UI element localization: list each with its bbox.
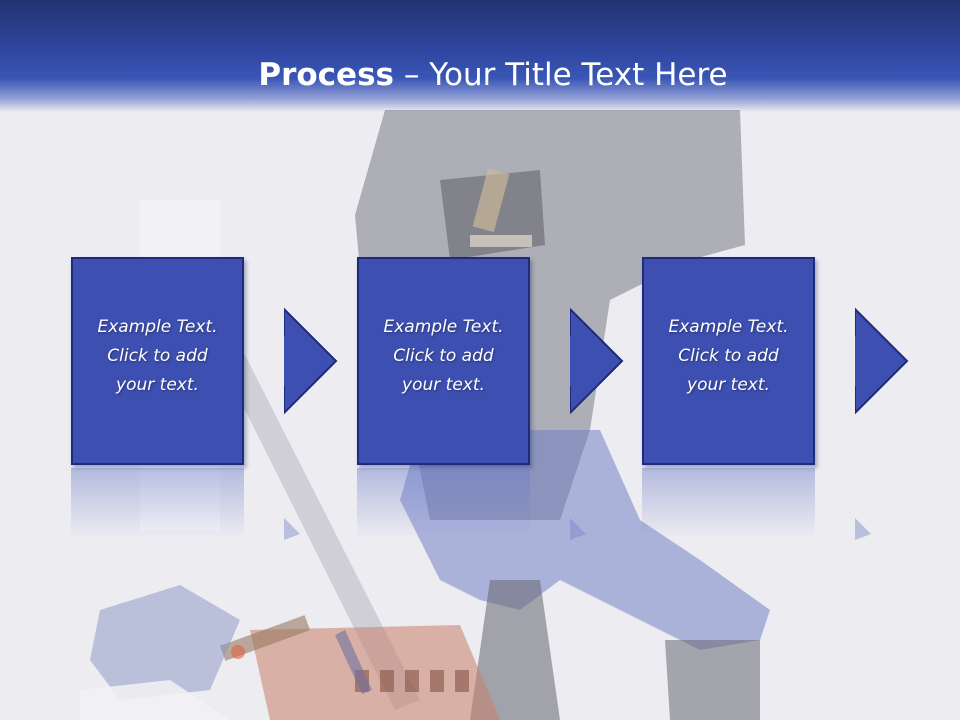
arrow-right-icon bbox=[570, 307, 624, 415]
arrow-right-icon bbox=[284, 307, 338, 415]
arrow-reflection bbox=[570, 518, 586, 540]
process-step-3[interactable]: Example Text. Click to add your text. bbox=[642, 257, 815, 465]
step-2-text[interactable]: Example Text. Click to add your text. bbox=[383, 317, 504, 395]
title-bold: Process bbox=[258, 57, 394, 93]
step-3-text[interactable]: Example Text. Click to add your text. bbox=[668, 317, 789, 395]
step-2-reflection bbox=[357, 468, 530, 538]
process-step-2[interactable]: Example Text. Click to add your text. bbox=[357, 257, 530, 465]
title-rest: – Your Title Text Here bbox=[394, 57, 728, 93]
slide-title[interactable]: Process – Your Title Text Here bbox=[0, 52, 960, 98]
title-band bbox=[0, 0, 960, 112]
step-3-reflection bbox=[642, 468, 815, 538]
process-step-1[interactable]: Example Text. Click to add your text. bbox=[71, 257, 244, 465]
arrow-reflection bbox=[284, 518, 300, 540]
arrow-right-icon bbox=[855, 307, 909, 415]
arrow-reflection bbox=[855, 518, 871, 540]
step-1-text[interactable]: Example Text. Click to add your text. bbox=[97, 317, 218, 395]
step-1-reflection bbox=[71, 468, 244, 538]
